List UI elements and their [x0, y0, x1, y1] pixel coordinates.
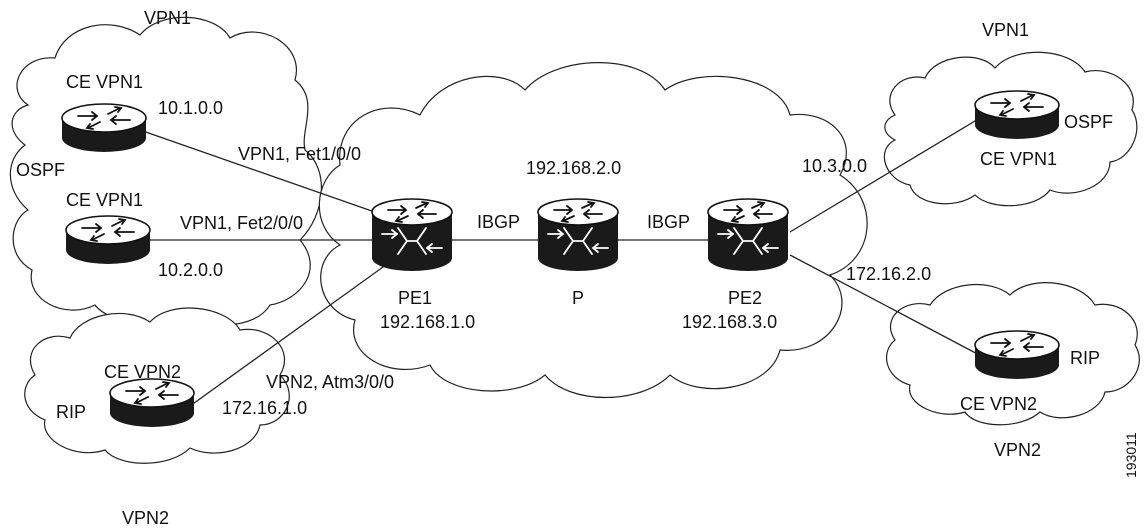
label-figure-id: 193011 — [1123, 432, 1139, 478]
label-ospf-left: OSPF — [16, 160, 65, 180]
label-vpn2-bottom-right: VPN2 — [994, 440, 1041, 460]
label-net-10-1: 10.1.0.0 — [158, 98, 223, 118]
label-p-name: P — [572, 288, 584, 308]
label-ce-vpn1-b: CE VPN1 — [66, 190, 143, 210]
switch-router-icon — [707, 198, 789, 272]
label-ce-vpn1-a: CE VPN1 — [66, 72, 143, 92]
label-net-172-16-1: 172.16.1.0 — [222, 398, 307, 418]
router-icon — [61, 103, 147, 153]
label-vpn2-bottom-left: VPN2 — [122, 508, 169, 528]
label-pe1-name: PE1 — [398, 288, 432, 308]
label-ibgp-left: IBGP — [477, 212, 520, 232]
router-icon — [974, 330, 1060, 380]
link-ce1a-pe1 — [139, 129, 393, 219]
link-pe2-ce1-right — [789, 117, 981, 233]
label-pe2-net: 192.168.3.0 — [682, 312, 777, 332]
label-vpn1-top-left: VPN1 — [144, 8, 191, 28]
label-link-atm3: VPN2, Atm3/0/0 — [266, 372, 394, 392]
router-icon — [65, 215, 151, 265]
label-pe1-net: 192.168.1.0 — [380, 312, 475, 332]
link-pe2-ce2-right — [789, 254, 986, 359]
label-rip-right: RIP — [1070, 348, 1100, 368]
label-ce-vpn2-right: CE VPN2 — [960, 394, 1037, 414]
label-link-fet1: VPN1, Fet1/0/0 — [238, 144, 361, 164]
label-net-10-2: 10.2.0.0 — [158, 260, 223, 280]
router-icon — [109, 378, 195, 428]
label-net-192-168-2: 192.168.2.0 — [526, 158, 621, 178]
label-ospf-right: OSPF — [1064, 112, 1113, 132]
label-ce-vpn2-left: CE VPN2 — [104, 362, 181, 382]
label-net-10-3: 10.3.0.0 — [802, 156, 867, 176]
label-pe2-name: PE2 — [728, 288, 762, 308]
label-link-fet2: VPN1, Fet2/0/0 — [180, 213, 303, 233]
label-ce-vpn1-right: CE VPN1 — [980, 149, 1057, 169]
label-rip-left: RIP — [56, 402, 86, 422]
router-icon — [974, 90, 1060, 140]
label-net-172-16-2: 172.16.2.0 — [846, 264, 931, 284]
switch-router-icon — [537, 198, 619, 272]
label-vpn1-top-right: VPN1 — [982, 20, 1029, 40]
link-ce2-pe1 — [189, 261, 391, 407]
switch-router-icon — [371, 198, 453, 272]
label-ibgp-right: IBGP — [647, 212, 690, 232]
